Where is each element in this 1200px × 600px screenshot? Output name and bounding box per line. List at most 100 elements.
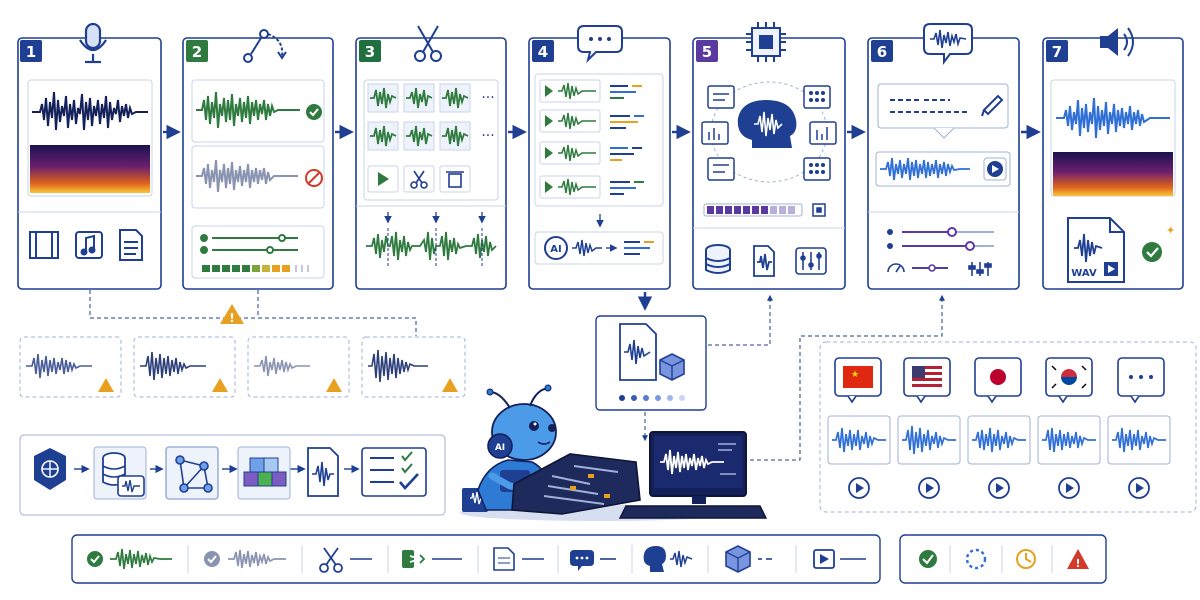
legend-segmentation bbox=[319, 547, 372, 573]
trash-button[interactable] bbox=[439, 165, 471, 193]
database-audio-icon bbox=[93, 446, 147, 500]
play-button[interactable] bbox=[367, 165, 399, 193]
stage-2-noisy-waveform bbox=[196, 159, 298, 193]
japan-flag-icon bbox=[974, 357, 1022, 404]
segment-waves bbox=[370, 87, 469, 147]
stage-1-waveform bbox=[32, 91, 148, 131]
prohibited-icon bbox=[305, 169, 323, 187]
audio-file-icon bbox=[753, 245, 775, 277]
stage-6-panel: 6 bbox=[867, 23, 1020, 290]
legend-playback bbox=[813, 549, 866, 569]
status-success-icon bbox=[919, 550, 937, 568]
language-play-buttons[interactable] bbox=[848, 477, 1150, 499]
status-legend: ! bbox=[899, 534, 1107, 584]
stage-1-spectrogram bbox=[30, 145, 150, 193]
svg-text:!: ! bbox=[229, 311, 234, 325]
speech-waveform-icon bbox=[923, 23, 973, 65]
brain-hexagon-icon bbox=[34, 448, 66, 490]
stage-7-spectrogram bbox=[1053, 152, 1173, 196]
stage-4-number: 4 bbox=[538, 43, 548, 61]
database-icon bbox=[705, 244, 731, 274]
stage-7-panel: 7 WAV ✦ bbox=[1042, 27, 1184, 290]
progress-dots bbox=[619, 395, 685, 401]
wav-label: WAV bbox=[1071, 268, 1097, 279]
wav-file-icon: WAV bbox=[1067, 217, 1125, 283]
audio-asset-card bbox=[595, 292, 773, 442]
prosody-sliders bbox=[887, 227, 994, 251]
robot-ai-badge: AI bbox=[495, 443, 505, 453]
play-circle-button[interactable] bbox=[983, 157, 1007, 181]
legend-caption bbox=[570, 550, 616, 571]
document-icon bbox=[119, 229, 143, 261]
cubes-icon bbox=[237, 446, 291, 500]
stage-2-panel: 2 bbox=[182, 29, 334, 290]
stage-5-number: 5 bbox=[702, 43, 712, 61]
pencil-icon bbox=[981, 94, 1004, 117]
legend-transcript bbox=[493, 547, 544, 571]
stage-1-badge bbox=[20, 40, 42, 62]
cut-button[interactable] bbox=[403, 165, 435, 193]
chat-bubble-icon bbox=[577, 25, 623, 64]
branch-icon bbox=[243, 29, 287, 63]
legend-pending bbox=[204, 549, 286, 569]
stage-6-number: 6 bbox=[877, 43, 887, 61]
ai-transcribe-icon: AI bbox=[544, 236, 568, 260]
svg-text:✦: ✦ bbox=[1166, 224, 1175, 237]
stage-2-clean-waveform bbox=[196, 91, 300, 129]
clip-warning-icons bbox=[98, 378, 458, 392]
robot-engineer-illustration: AI bbox=[460, 294, 945, 521]
checklist-icon bbox=[361, 447, 427, 497]
stage-7-number: 7 bbox=[1052, 43, 1062, 61]
legend-export bbox=[402, 550, 462, 568]
stage-1-number: 1 bbox=[26, 43, 36, 61]
china-flag-icon: ★ bbox=[834, 357, 882, 404]
stage-7-waveform bbox=[1056, 97, 1170, 139]
korea-flag-icon bbox=[1045, 357, 1093, 404]
status-clock-icon bbox=[1016, 549, 1036, 569]
slider-group bbox=[200, 234, 298, 254]
equalizer-grid-icon bbox=[795, 247, 827, 275]
level-meter bbox=[202, 265, 309, 272]
svg-text:!: ! bbox=[1075, 557, 1080, 570]
ai-head-icon bbox=[737, 100, 797, 148]
mixing-console bbox=[511, 453, 641, 515]
monitor bbox=[618, 431, 768, 519]
training-progress-bar bbox=[707, 206, 795, 214]
stage-6-waveform bbox=[880, 157, 970, 181]
svg-text:★: ★ bbox=[851, 370, 859, 380]
stage-7-badge bbox=[1046, 40, 1068, 62]
ellipsis-bubble-icon bbox=[1117, 357, 1165, 404]
svg-text:···: ··· bbox=[481, 128, 494, 144]
cut-markers bbox=[384, 212, 486, 224]
settings-chip-icon bbox=[812, 203, 826, 217]
speaker-icon bbox=[1100, 27, 1134, 57]
warning-icon: ! bbox=[220, 304, 244, 325]
language-waveforms bbox=[832, 425, 1166, 455]
success-check-icon: ✦ bbox=[1142, 224, 1175, 262]
stage-2-number: 2 bbox=[192, 43, 202, 61]
stage-5-badge bbox=[696, 40, 718, 62]
rejected-clips: ! bbox=[19, 290, 466, 398]
stage-3-number: 3 bbox=[365, 43, 375, 61]
status-loading-icon bbox=[965, 548, 987, 570]
feature-icons bbox=[701, 85, 837, 181]
speed-gauge-icon bbox=[887, 263, 905, 273]
music-file-icon bbox=[75, 231, 103, 259]
stage-3-badge bbox=[359, 40, 381, 62]
more-dots: ··· bbox=[481, 90, 494, 106]
scissors-icon bbox=[414, 25, 442, 62]
stage-4-badge bbox=[532, 40, 554, 62]
microphone-icon bbox=[79, 22, 107, 64]
stage-6-badge bbox=[871, 40, 893, 62]
audio-doc-icon bbox=[307, 447, 339, 497]
language-outputs-panel: ★ bbox=[819, 341, 1197, 513]
video-file-icon bbox=[29, 231, 59, 259]
stage-2-badge bbox=[186, 40, 208, 62]
stage-5-panel: 5 bbox=[692, 22, 846, 290]
stage-1-panel: 1 bbox=[17, 22, 162, 290]
stage-4-panel: 4 AI bbox=[528, 25, 671, 290]
graph-network-icon bbox=[165, 446, 219, 500]
check-circle-icon bbox=[306, 104, 322, 120]
legend-accepted bbox=[87, 548, 172, 570]
